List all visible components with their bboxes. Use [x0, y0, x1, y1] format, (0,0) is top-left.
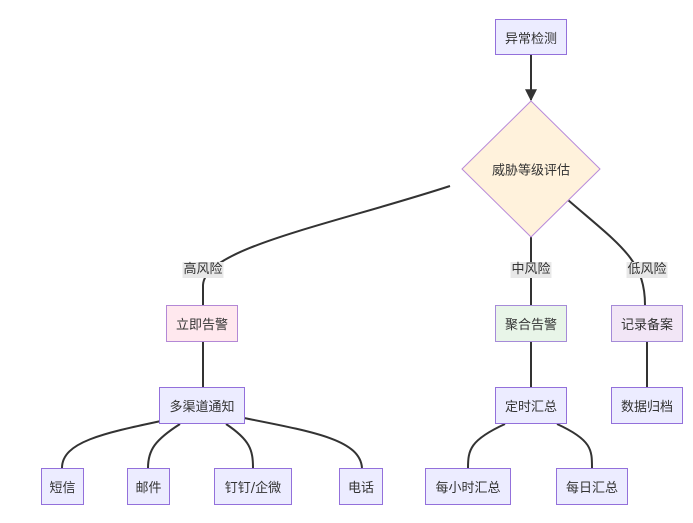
node-dingtalk: 钉钉/企微 [214, 468, 292, 505]
node-detect-label: 异常检测 [504, 31, 557, 47]
node-record-label: 记录备案 [620, 318, 673, 333]
edge-label-high-risk: 高风险 [182, 262, 224, 278]
edge-label-medium-risk: 中风险 [510, 262, 552, 278]
node-multichannel-label: 多渠道通知 [169, 400, 235, 415]
node-immediate-alert-label: 立即告警 [175, 318, 228, 333]
node-data-archive-label: 数据归档 [620, 400, 673, 415]
node-dingtalk-label: 钉钉/企微 [224, 481, 282, 496]
edge-timed-summary-to-hourly [467, 423, 506, 469]
node-record: 记录备案 [611, 305, 683, 342]
edge-label-low-risk: 低风险 [626, 262, 668, 278]
node-timed-summary: 定时汇总 [495, 387, 567, 424]
node-daily: 每日汇总 [556, 468, 628, 505]
node-multichannel: 多渠道通知 [159, 387, 245, 424]
assess-diamond [461, 100, 601, 238]
edge-assess-to-record [567, 199, 646, 306]
node-aggregate-alert-label: 聚合告警 [504, 318, 557, 333]
node-phone: 电话 [339, 468, 383, 505]
node-hourly: 每小时汇总 [425, 468, 511, 505]
node-sms-label: 短信 [49, 481, 76, 496]
edge-multichannel-to-email [147, 423, 181, 469]
node-sms: 短信 [41, 468, 84, 505]
node-aggregate-alert: 聚合告警 [495, 305, 567, 342]
node-immediate-alert: 立即告警 [166, 305, 238, 342]
node-hourly-label: 每小时汇总 [435, 481, 501, 496]
edge-assess-to-immediate-alert [202, 185, 451, 305]
node-daily-label: 每日汇总 [565, 481, 618, 496]
edge-multichannel-to-dingtalk [225, 423, 254, 469]
edge-timed-summary-to-daily [556, 423, 593, 469]
edge-multichannel-to-sms [61, 417, 176, 469]
node-assess-label: 威胁等级评估 [491, 163, 571, 179]
node-data-archive: 数据归档 [611, 387, 683, 424]
node-timed-summary-label: 定时汇总 [504, 400, 557, 415]
node-detect: 异常检测 [495, 19, 567, 55]
node-email-label: 邮件 [135, 481, 162, 496]
edge-multichannel-to-phone [243, 417, 363, 469]
node-email: 邮件 [127, 468, 170, 505]
node-phone-label: 电话 [347, 481, 374, 496]
